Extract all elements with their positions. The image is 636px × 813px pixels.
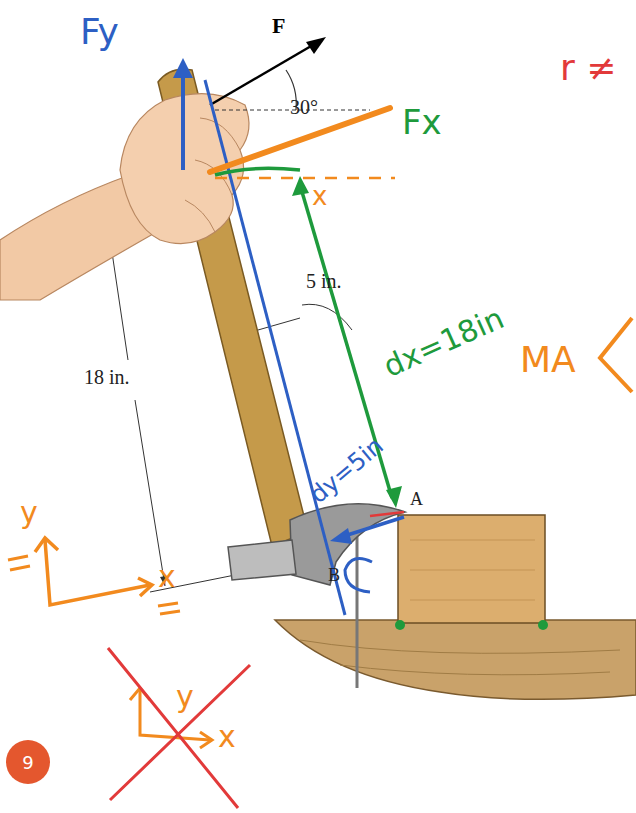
wood-grain [410,540,535,600]
hammer-claw [290,504,405,585]
axis-lines [45,540,150,605]
point-label: A [410,490,423,510]
page-number-badge: 9 [6,740,50,784]
axis-label: x [158,560,176,593]
red-mark [370,512,404,516]
axis-label: y [176,680,194,713]
handwritten-label: x [312,182,327,211]
handwritten-label: MA [520,340,576,380]
handwritten-label: Fx [402,104,442,141]
axis-label: x [218,720,236,753]
dimension-label: 18 in. [84,366,130,388]
cross-out [108,648,250,808]
page-number: 9 [22,752,33,773]
moment-bracket [600,318,632,392]
dimension-line [258,318,300,330]
dimension-arrowhead [102,205,166,586]
wood-block [398,515,545,623]
force-label: F [272,14,285,38]
axis-arrowheads [35,538,152,596]
dimension-line [302,304,352,330]
finger-lines [185,118,240,232]
point-label: B [328,566,340,586]
axis-label: y [20,496,38,529]
handwritten-label: Fy [80,12,119,52]
hammer-face [228,540,296,580]
handwritten-label: r ≠ [560,48,616,88]
green-mark [215,168,300,175]
angle-label: 30° [290,96,318,118]
support-dot [538,620,548,630]
fy-line [205,80,345,615]
x-dashed-line [215,177,395,180]
arrowhead [292,176,402,508]
support-dot [395,620,405,630]
arrowhead [173,58,193,78]
dimension-label: 5 in. [306,270,342,292]
axis-arrowheads [130,688,212,748]
underline-marks [8,556,180,614]
dimension-line [135,400,165,586]
handwritten-mark [345,558,372,592]
arrowhead [306,37,326,54]
handwritten-label: dy=5in [305,432,388,508]
wood-grain [300,640,620,675]
handwritten-label: dx=18in [379,301,509,383]
arrowhead [330,528,352,544]
force-arrow [210,42,318,105]
fy-arrow [181,68,185,170]
floor-board [275,620,636,699]
